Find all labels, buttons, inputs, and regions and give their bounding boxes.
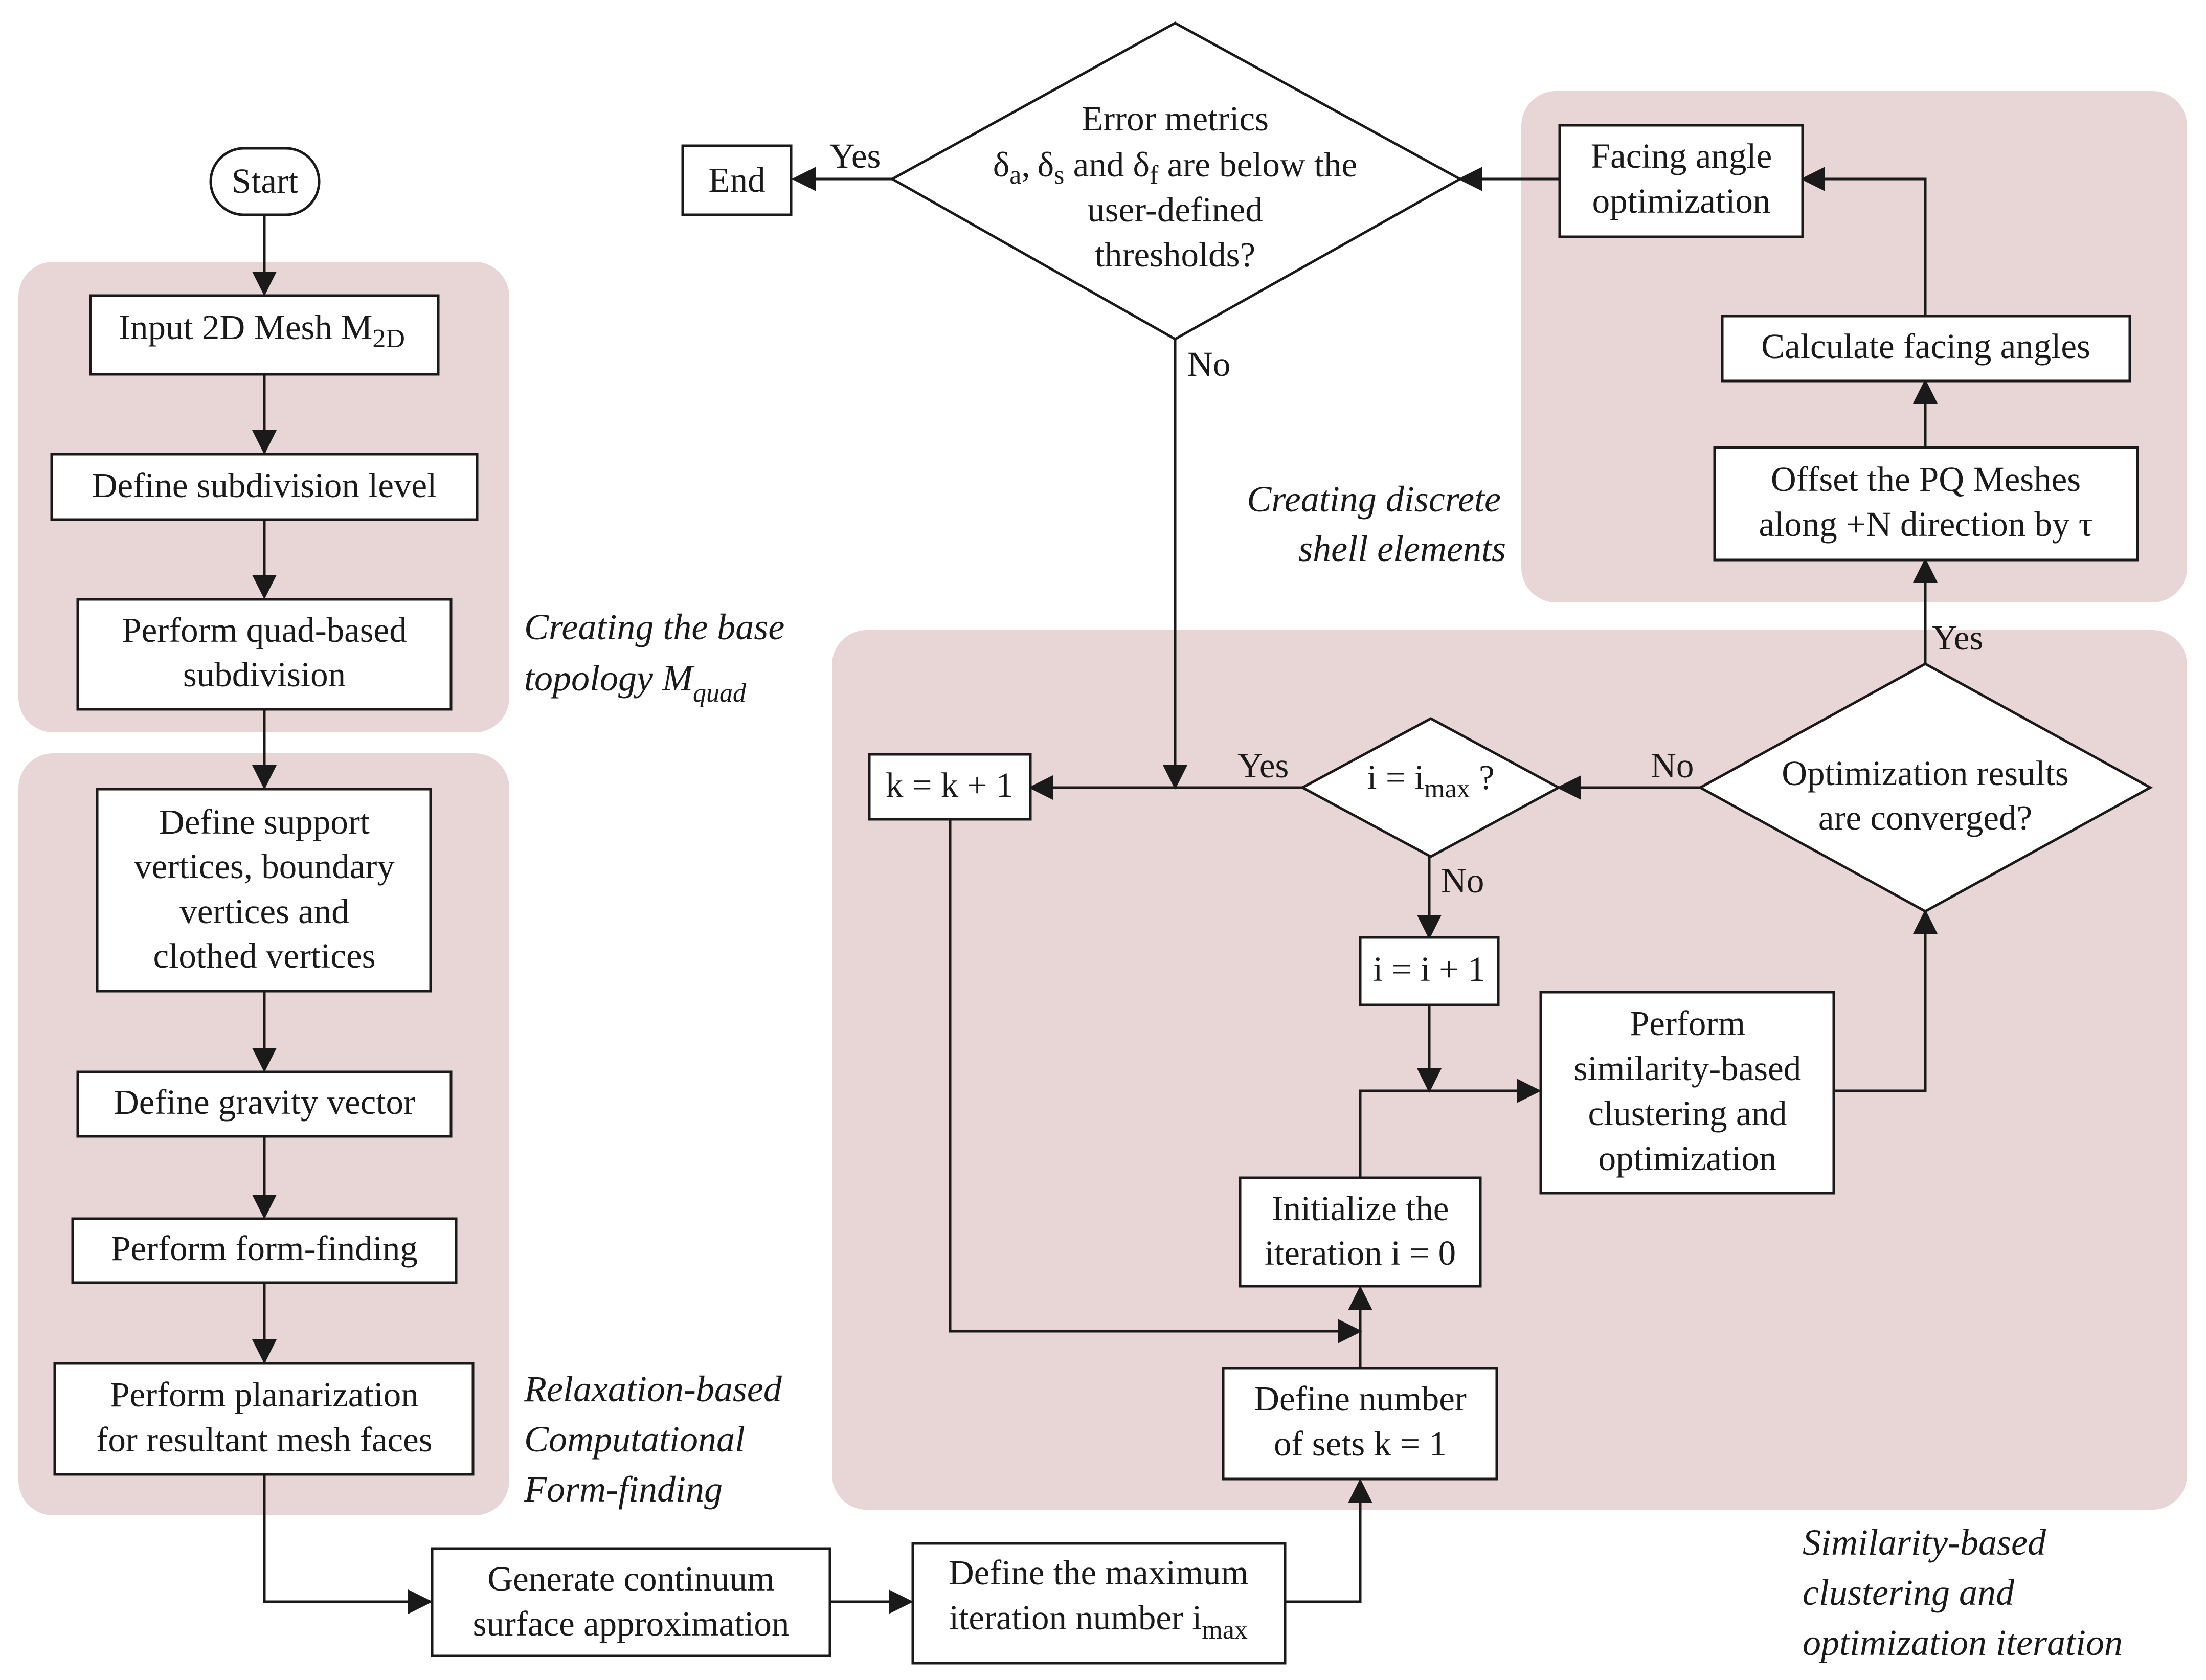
- node-max-iteration: Define the maximum iteration number imax: [911, 1542, 1287, 1665]
- svg-text:thresholds?: thresholds?: [1095, 235, 1255, 274]
- svg-text:Define number: Define number: [1254, 1379, 1467, 1418]
- caption-relaxation-3: Form-finding: [524, 1469, 723, 1510]
- caption-base-topology-1: Creating the base: [524, 607, 784, 647]
- svg-text:Initialize the: Initialize the: [1272, 1189, 1449, 1228]
- svg-text:Generate continuum: Generate continuum: [487, 1559, 774, 1598]
- svg-text:Input 2D Mesh M2D: Input 2D Mesh M2D: [119, 308, 405, 353]
- label-yes-converged: Yes: [1932, 618, 1983, 657]
- svg-text:Calculate facing angles: Calculate facing angles: [1761, 327, 2090, 366]
- svg-text:iteration i = 0: iteration i = 0: [1265, 1234, 1456, 1272]
- svg-text:optimization: optimization: [1592, 182, 1771, 220]
- node-increment-k: k = k + 1: [868, 753, 1032, 821]
- svg-text:are converged?: are converged?: [1818, 798, 2032, 837]
- edge-planar-continuum: [263, 1474, 433, 1614]
- node-input-mesh: Input 2D Mesh M2D: [89, 294, 440, 376]
- svg-text:k = k + 1: k = k + 1: [886, 766, 1014, 804]
- svg-text:i = imax ?: i = imax ?: [1367, 758, 1494, 803]
- node-converged: Optimization results are converged?: [1697, 662, 2153, 913]
- svg-text:vertices and: vertices and: [179, 892, 349, 931]
- svg-text:Error metrics: Error metrics: [1082, 99, 1269, 138]
- svg-text:iteration number imax: iteration number imax: [949, 1598, 1248, 1645]
- svg-text:Perform planarization: Perform planarization: [110, 1375, 419, 1414]
- svg-text:Define subdivision level: Define subdivision level: [92, 466, 437, 505]
- svg-text:Perform: Perform: [1630, 1004, 1745, 1043]
- node-quad-subdivision: Perform quad-based subdivision: [76, 598, 453, 711]
- svg-text:Define the maximum: Define the maximum: [949, 1553, 1248, 1592]
- svg-text:Perform form-finding: Perform form-finding: [111, 1229, 418, 1268]
- svg-text:along +N direction by τ: along +N direction by τ: [1759, 505, 2092, 544]
- label-no-imax: No: [1441, 861, 1484, 900]
- caption-relaxation-1: Relaxation-based: [524, 1369, 782, 1409]
- svg-text:i = i + 1: i = i + 1: [1373, 950, 1485, 989]
- node-end: End: [681, 144, 793, 216]
- svg-text:Facing angle: Facing angle: [1591, 137, 1772, 175]
- node-init-iteration: Initialize the iteration i = 0: [1239, 1176, 1482, 1288]
- svg-text:surface approximation: surface approximation: [473, 1604, 790, 1643]
- node-increment-i: i = i + 1: [1359, 936, 1500, 1006]
- svg-text:Optimization results: Optimization results: [1782, 754, 2069, 793]
- caption-clustering-2: clustering and: [1803, 1572, 2015, 1613]
- edge-init-merge: [1359, 1079, 1541, 1178]
- node-error-metrics: Error metrics δa,δs and δf are below the…: [889, 21, 1463, 341]
- svg-text:End: End: [708, 161, 765, 199]
- node-facing-angles: Calculate facing angles: [1721, 315, 2131, 383]
- svg-text:for resultant mesh faces: for resultant mesh faces: [96, 1420, 432, 1459]
- label-yes-end: Yes: [829, 137, 881, 175]
- edge-maxiter-sets: [1285, 1479, 1372, 1603]
- label-yes-imax: Yes: [1237, 746, 1289, 785]
- caption-clustering-1: Similarity-based: [1803, 1522, 2046, 1563]
- node-support-vertices: Define support vertices, boundary vertic…: [96, 788, 432, 993]
- caption-clustering-3: optimization iteration: [1803, 1622, 2123, 1663]
- svg-text:vertices, boundary: vertices, boundary: [134, 847, 395, 886]
- svg-text:user-defined: user-defined: [1087, 190, 1263, 229]
- svg-text:optimization: optimization: [1599, 1139, 1777, 1178]
- svg-text:subdivision: subdivision: [183, 655, 346, 694]
- node-gravity: Define gravity vector: [76, 1070, 453, 1138]
- svg-text:similarity-based: similarity-based: [1574, 1049, 1802, 1088]
- svg-text:Start: Start: [232, 162, 298, 200]
- edges: [252, 167, 1938, 1614]
- edge-angles-facing: [1800, 167, 1927, 316]
- label-no-error: No: [1187, 345, 1230, 384]
- node-form-finding: Perform form-finding: [71, 1217, 458, 1284]
- caption-shell-elements-2: shell elements: [1298, 528, 1506, 569]
- node-facing-opt: Facing angle optimization: [1558, 124, 1804, 238]
- svg-text:Perform quad-based: Perform quad-based: [122, 611, 407, 649]
- node-start: Start: [209, 147, 321, 216]
- node-clustering-opt: Perform similarity-based clustering and …: [1539, 991, 1835, 1195]
- node-number-of-sets: Define number of sets k = 1: [1222, 1367, 1498, 1481]
- svg-text:Define support: Define support: [159, 802, 370, 841]
- svg-text:clothed vertices: clothed vertices: [153, 936, 376, 975]
- node-subdivision-level: Define subdivision level: [50, 453, 479, 521]
- edge-clustering-converged: [1834, 909, 1938, 1092]
- label-no-converged: No: [1651, 746, 1694, 785]
- svg-text:Offset the PQ Meshes: Offset the PQ Meshes: [1771, 460, 2081, 499]
- svg-text:Define gravity vector: Define gravity vector: [114, 1083, 415, 1122]
- node-check-imax: i = imax ?: [1299, 717, 1562, 858]
- node-planarization: Perform planarization for resultant mesh…: [53, 1362, 475, 1476]
- svg-text:clustering and: clustering and: [1588, 1094, 1787, 1133]
- caption-base-topology-2: topology Mquad: [524, 658, 747, 708]
- edge-k-init: [949, 819, 1362, 1343]
- caption-relaxation-2: Computational: [524, 1419, 745, 1460]
- caption-shell-elements-1: Creating discrete: [1247, 479, 1501, 520]
- svg-text:δa,δs and δf are below the: δa,δs and δf are below the: [993, 145, 1358, 190]
- svg-text:of sets k = 1: of sets k = 1: [1274, 1424, 1447, 1463]
- node-offset-mesh: Offset the PQ Meshes along +N direction …: [1713, 446, 2139, 562]
- node-continuum: Generate continuum surface approximation: [431, 1547, 831, 1657]
